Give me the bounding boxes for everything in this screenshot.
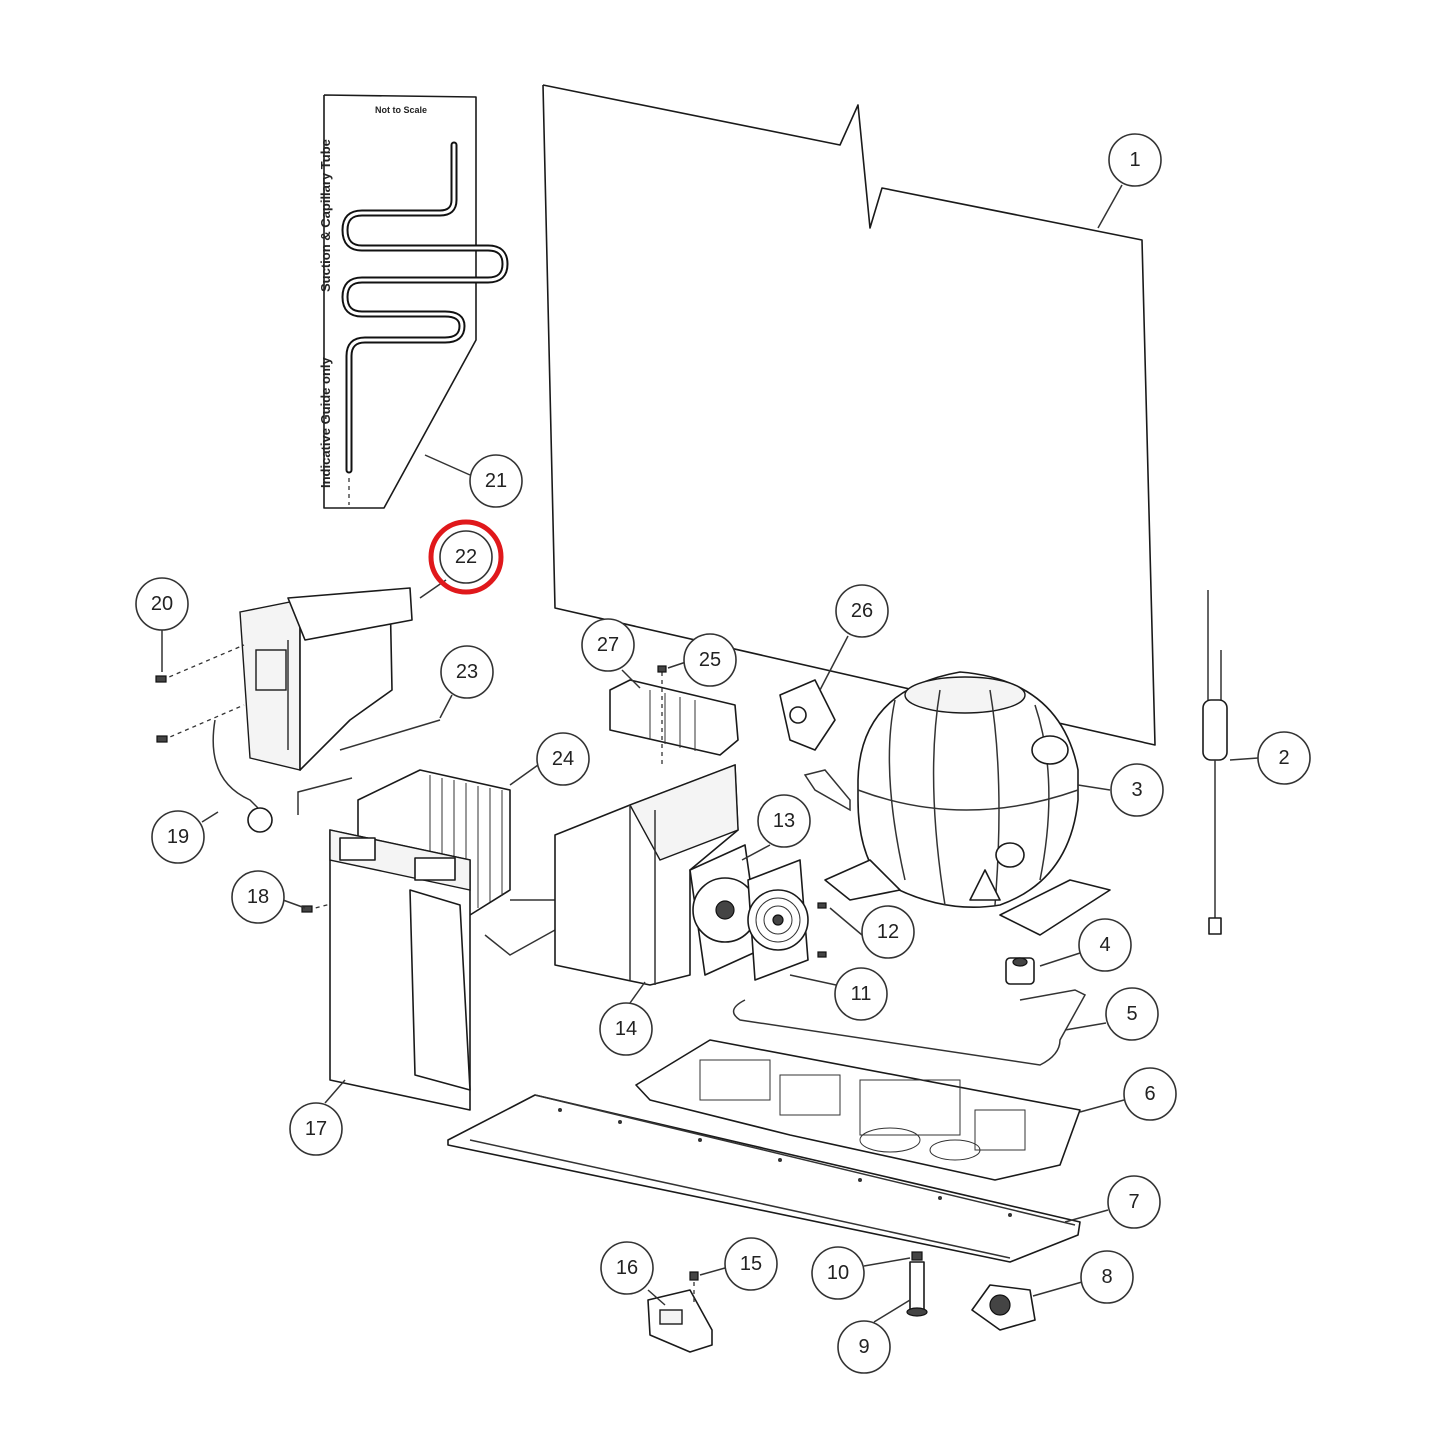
svg-text:5: 5	[1126, 1003, 1137, 1025]
svg-text:15: 15	[740, 1253, 762, 1275]
part-fan-guard	[747, 859, 809, 981]
part-wire-loop	[732, 989, 1087, 1066]
guide-scale-note: Not to Scale	[375, 105, 427, 115]
callout-5: 5	[1105, 987, 1159, 1041]
callout-7: 7	[1107, 1175, 1161, 1229]
svg-text:18: 18	[247, 886, 269, 908]
svg-text:21: 21	[485, 470, 507, 492]
svg-text:24: 24	[552, 748, 574, 770]
part-control-box	[212, 587, 441, 833]
part-fan-housing	[554, 764, 739, 986]
callout-16: 16	[600, 1241, 654, 1295]
guide-label-upper: Suction & Capillary Tube	[318, 139, 333, 292]
screws-12	[817, 902, 827, 958]
svg-text:20: 20	[151, 593, 173, 615]
svg-text:1: 1	[1129, 149, 1140, 171]
svg-text:11: 11	[851, 983, 872, 1005]
svg-text:16: 16	[616, 1257, 638, 1279]
highlight-ring	[428, 519, 504, 595]
part-compressor	[803, 671, 1111, 936]
callout-6: 6	[1123, 1067, 1177, 1121]
svg-text:26: 26	[851, 600, 873, 622]
callout-4: 4	[1078, 918, 1132, 972]
callout-13: 13	[757, 794, 811, 848]
callout-1: 1	[1108, 133, 1162, 187]
callout-26: 26	[835, 584, 889, 638]
svg-text:4: 4	[1099, 934, 1110, 956]
part-small-bracket	[647, 1271, 713, 1353]
svg-text:9: 9	[858, 1336, 869, 1358]
callout-11: 11	[834, 967, 888, 1021]
svg-text:8: 8	[1101, 1266, 1112, 1288]
callout-12: 12	[861, 905, 915, 959]
callout-14: 14	[599, 1002, 653, 1056]
svg-text:6: 6	[1144, 1083, 1155, 1105]
part-probe	[1202, 590, 1228, 935]
part-base-tray	[635, 1039, 1081, 1181]
svg-text:2: 2	[1278, 747, 1289, 769]
part-leveling-foot	[906, 1251, 928, 1317]
svg-text:19: 19	[167, 826, 189, 848]
callout-10: 10	[811, 1246, 865, 1300]
callout-20: 20	[135, 577, 189, 631]
part-cabinet-panel	[542, 84, 1156, 746]
part-front-duct	[329, 829, 471, 1111]
callout-25: 25	[683, 633, 737, 687]
screw-left-top	[155, 644, 245, 683]
svg-text:7: 7	[1128, 1191, 1139, 1213]
svg-text:12: 12	[877, 921, 899, 943]
callout-27: 27	[581, 618, 635, 672]
callout-18: 18	[231, 870, 285, 924]
svg-text:14: 14	[615, 1018, 637, 1040]
callout-8: 8	[1080, 1250, 1134, 1304]
callout-21: 21	[469, 454, 523, 508]
screw-left-bottom	[156, 704, 245, 743]
guide-label-lower: Indicative Guide only	[318, 356, 333, 488]
svg-text:10: 10	[827, 1262, 849, 1284]
svg-text:25: 25	[699, 649, 721, 671]
svg-text:23: 23	[456, 661, 478, 683]
callout-19: 19	[151, 810, 205, 864]
suction-capillary-tube-guide: Not to Scale Suction & Capillary Tube In…	[318, 94, 509, 509]
callout-3: 3	[1110, 763, 1164, 817]
callout-leaders	[161, 184, 1259, 1323]
callout-17: 17	[289, 1102, 343, 1156]
svg-text:27: 27	[597, 634, 619, 656]
svg-text:13: 13	[773, 810, 795, 832]
callout-23: 23	[440, 645, 494, 699]
callout-15: 15	[724, 1237, 778, 1291]
callout-2: 2	[1257, 731, 1311, 785]
part-grommet	[1005, 957, 1035, 985]
callouts: 1 2 3 4 5 6 7 8 9 10 11 12 13 14 15 16 1…	[135, 133, 1311, 1374]
callout-9: 9	[837, 1320, 891, 1374]
svg-text:17: 17	[305, 1118, 327, 1140]
callout-24: 24	[536, 732, 590, 786]
svg-text:22: 22	[455, 546, 477, 568]
part-relay	[779, 679, 836, 751]
part-top-bracket	[609, 665, 739, 765]
part-caster	[971, 1284, 1036, 1331]
part-fan-13	[689, 844, 761, 976]
callout-22: 22	[439, 530, 493, 584]
part-base-plate	[447, 1094, 1081, 1263]
svg-text:3: 3	[1131, 779, 1142, 801]
